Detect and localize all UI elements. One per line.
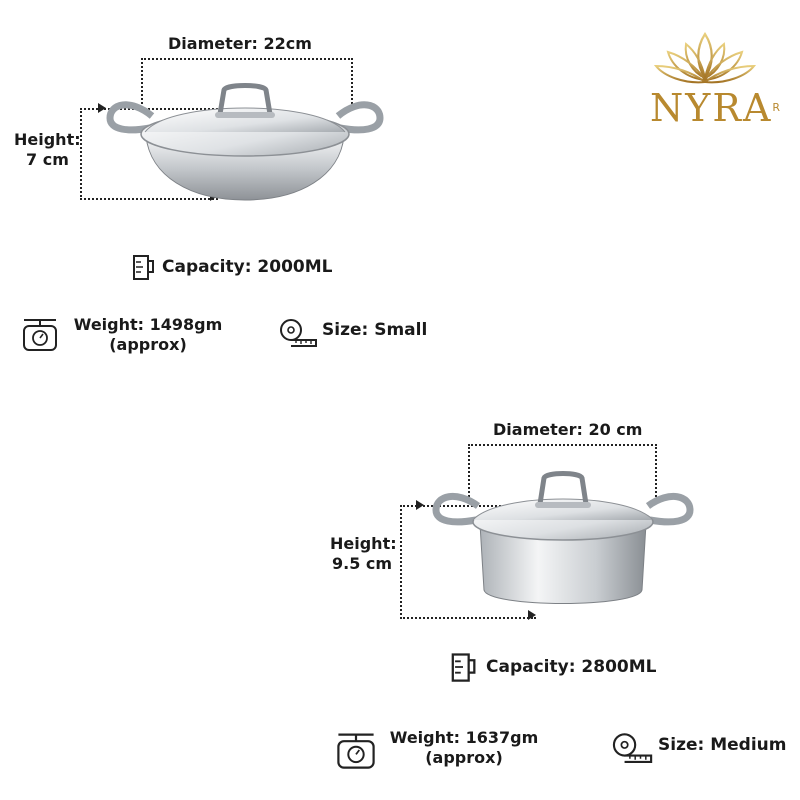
product-2-weight: Weight: 1637gm (approx) [382,728,546,768]
product-1-height-value: 7 cm [26,150,69,169]
brand-logo: NYRAR [640,28,780,130]
product-1-diameter: Diameter: 22cm [168,34,312,53]
measuring-jug-icon [451,653,476,682]
product-2-size: Size: Medium [658,735,787,755]
product-2-casserole-image [432,471,694,604]
product-2-height-guide [400,505,536,619]
arrow-right-icon [416,500,424,510]
product-2-weight-value: Weight: 1637gm [389,728,539,747]
product-1-size: Size: Small [322,320,428,340]
product-1-weight-value: Weight: 1498gm [73,315,223,334]
arrow-right-icon [528,610,536,620]
product-2-capacity: Capacity: 2800ML [486,657,657,677]
lotus-icon [653,31,757,84]
product-1-kadai-image [106,83,384,201]
product-1-capacity: Capacity: 2000ML [162,257,333,277]
measuring-tape-icon [280,319,317,347]
arrow-right-icon [98,103,106,113]
measuring-jug-icon [133,255,154,280]
weighing-scale-icon [23,319,57,351]
product-1-weight: Weight: 1498gm (approx) [66,315,230,355]
product-2-diameter-guide [468,444,657,500]
product-1-height-label: Height: [14,130,81,149]
registered-mark: R [772,101,783,114]
product-2-height-label: Height: [330,534,397,553]
brand-name: NYRA [650,86,773,130]
product-1-height-guide [80,108,218,200]
product-2-height-value: 9.5 cm [332,554,393,573]
weighing-scale-icon [337,733,375,769]
product-2-weight-approx: (approx) [425,748,503,767]
product-2-diameter: Diameter: 20 cm [493,420,643,439]
measuring-tape-icon [612,733,653,763]
product-1-diameter-guide [141,58,353,104]
product-1-weight-approx: (approx) [109,335,187,354]
